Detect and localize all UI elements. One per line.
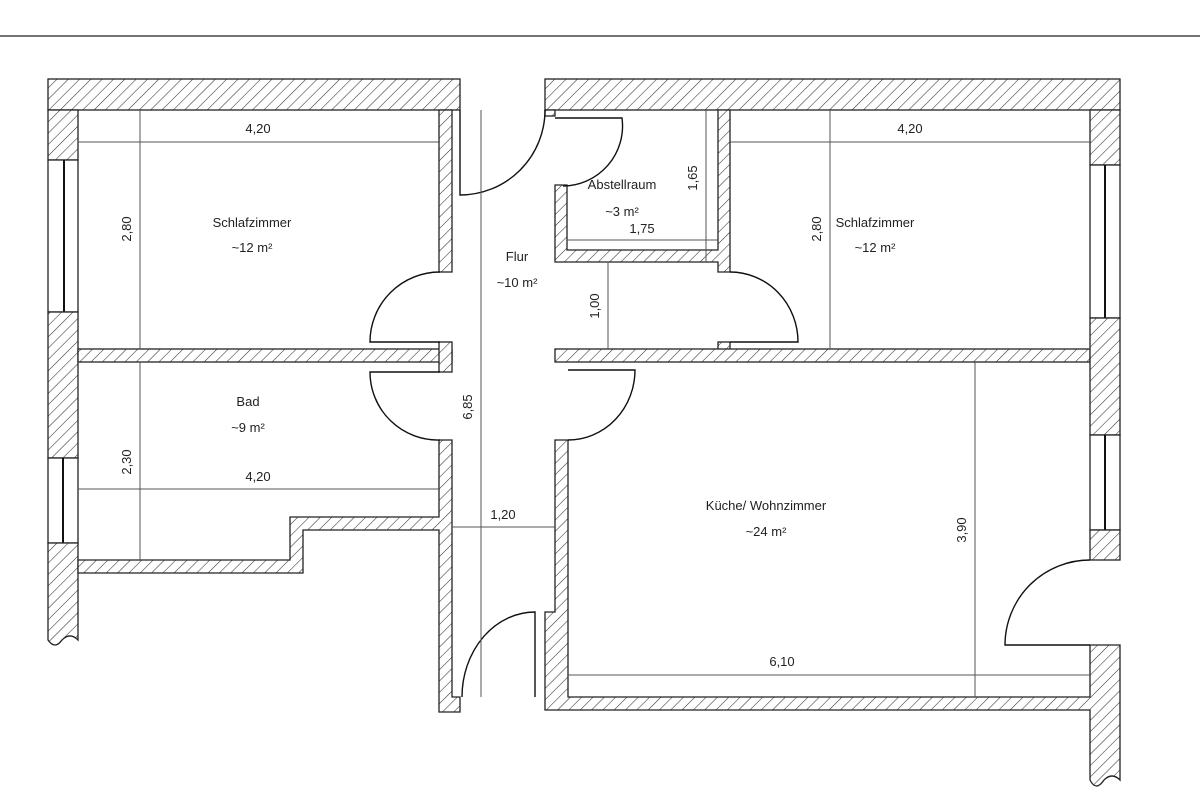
room-area-hall: ~10 m² — [497, 275, 538, 290]
dim-label: 1,75 — [629, 221, 654, 236]
door-hall-bottom — [461, 611, 536, 698]
dim-label: 4,20 — [245, 469, 270, 484]
room-name-hall: Flur — [506, 249, 529, 264]
door-bath — [369, 371, 441, 441]
room-name-storage: Abstellraum — [588, 177, 657, 192]
door-bedroom-left — [369, 271, 441, 343]
dim-label: 1,20 — [490, 507, 515, 522]
dim-label: 2,30 — [119, 449, 134, 474]
dim-label: 6,85 — [460, 394, 475, 419]
door-kitchen-exterior — [1004, 559, 1091, 646]
room-name-bedroom-left: Schlafzimmer — [213, 215, 292, 230]
walls-left — [47, 78, 461, 713]
dim-label: 2,80 — [119, 216, 134, 241]
dim-label: 3,90 — [954, 517, 969, 542]
room-area-bedroom-right: ~12 m² — [855, 240, 896, 255]
dim-label: 1,00 — [587, 293, 602, 318]
dim-label: 4,20 — [245, 121, 270, 136]
dim-label: 1,65 — [685, 165, 700, 190]
dim-label: 6,10 — [769, 654, 794, 669]
door-storage — [555, 117, 624, 187]
door-kitchen — [567, 369, 636, 441]
room-area-storage: ~3 m² — [605, 204, 639, 219]
room-area-bath: ~9 m² — [231, 420, 265, 435]
room-area-bedroom-left: ~12 m² — [232, 240, 273, 255]
room-name-kitchen-living: Küche/ Wohnzimmer — [706, 498, 827, 513]
room-area-kitchen-living: ~24 m² — [746, 524, 787, 539]
walls-right — [544, 78, 1121, 787]
doors — [369, 109, 1091, 698]
room-name-bath: Bad — [236, 394, 259, 409]
room-name-bedroom-right: Schlafzimmer — [836, 215, 915, 230]
door-bedroom-right — [729, 271, 799, 343]
dim-label: 2,80 — [809, 216, 824, 241]
dim-label: 4,20 — [897, 121, 922, 136]
door-entrance — [459, 109, 546, 196]
dimension-lines — [78, 110, 1090, 697]
